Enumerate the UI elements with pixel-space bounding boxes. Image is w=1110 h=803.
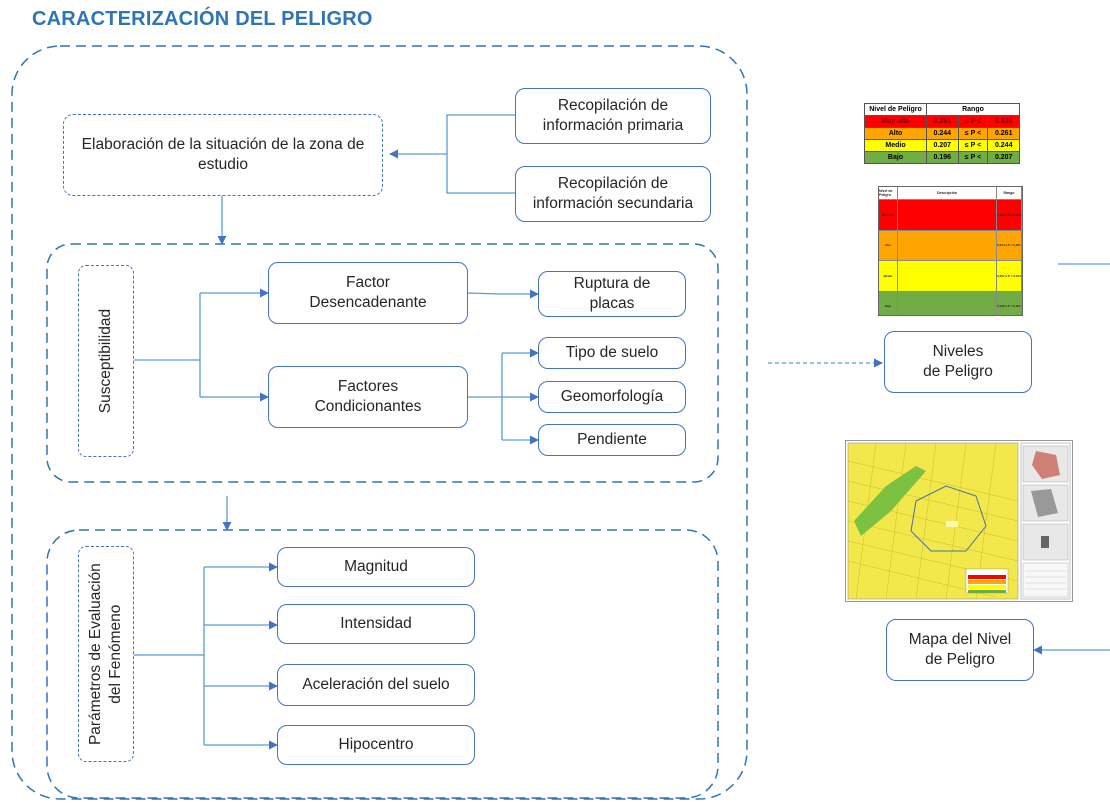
page-title: CARACTERIZACIÓN DEL PELIGRO	[32, 8, 373, 30]
range-cell-low: 0.196	[926, 151, 959, 164]
info-secundaria-box: Recopilación de información secundaria	[515, 166, 711, 222]
desc-header-descripcion: Descripción	[898, 187, 997, 199]
tipo-suelo-box: Tipo de suelo	[538, 337, 686, 369]
range-cell-low: 0.207	[926, 139, 959, 152]
niveles-peligro-box: Niveles de Peligro	[884, 331, 1032, 393]
susceptibilidad-label-text: Susceptibilidad	[96, 308, 114, 414]
desc-cell-level: Bajo	[879, 291, 898, 315]
parametros-label: Parámetros de Evaluación del Fenómeno	[78, 546, 134, 762]
parametros-container	[46, 529, 719, 799]
desc-table-row: Bajo 0,196 ≤ P < 0,207	[879, 291, 1022, 315]
range-cell-high: 0.244	[987, 139, 1020, 152]
desc-table-row: Alto 0,244 ≤ P < 0,261	[879, 230, 1022, 261]
range-cell-low: 0.244	[926, 127, 959, 140]
intensidad-box: Intensidad	[277, 604, 475, 644]
magnitud-box: Magnitud	[277, 547, 475, 587]
factor-desencadenante-box: Factor Desencadenante	[268, 262, 468, 324]
range-cell-high: 0.328	[987, 115, 1020, 128]
range-cell-op: ≤ P <	[957, 151, 989, 164]
situacion-zona-estudio-box: Elaboración de la situación de la zona d…	[63, 114, 383, 196]
desc-header-rango: Rango	[997, 187, 1022, 199]
desc-header-nivel: Nivel de Peligro	[879, 187, 898, 199]
info-primaria-box: Recopilación de información primaria	[515, 88, 711, 144]
parametros-label-text: Parámetros de Evaluación del Fenómeno	[86, 563, 125, 745]
geomorfologia-box: Geomorfología	[538, 381, 686, 413]
mapa-nivel-peligro-box: Mapa del Nivel de Peligro	[886, 619, 1034, 681]
desc-cell-range: 0,207 ≤ P < 0,244	[997, 261, 1022, 291]
connector-susceptibilidad-tree	[134, 288, 539, 445]
factores-condicionantes-box: Factores Condicionantes	[268, 366, 468, 428]
susceptibilidad-container	[46, 243, 719, 483]
range-cell-level: Muy alto	[864, 115, 927, 128]
connector-parametros-tree	[134, 562, 278, 750]
range-cell-op: ≤ P <	[957, 127, 989, 140]
desc-cell-description	[898, 230, 997, 260]
range-cell-op: ≤ P ≤	[957, 115, 989, 128]
desc-cell-range: 0,261 ≤ P ≤ 0,328	[997, 200, 1022, 230]
hipocentro-box: Hipocentro	[277, 725, 475, 765]
hazard-description-table: Nivel de Peligro Descripción Rango Muy a…	[878, 186, 1023, 316]
desc-cell-description	[898, 200, 997, 230]
aceleracion-suelo-box: Aceleración del suelo	[277, 664, 475, 706]
connector-info-to-situacion	[389, 114, 515, 194]
range-cell-level: Bajo	[864, 151, 927, 164]
range-cell-op: ≤ P <	[957, 139, 989, 152]
desc-cell-range: 0,244 ≤ P < 0,261	[997, 230, 1022, 260]
pendiente-box: Pendiente	[538, 424, 686, 456]
range-cell-level: Medio	[864, 139, 927, 152]
outer-container	[11, 45, 748, 800]
desc-cell-range: 0,196 ≤ P < 0,207	[997, 291, 1022, 315]
hazard-range-header: Nivel de Peligro Rango	[864, 103, 1020, 116]
range-cell-high: 0.207	[987, 151, 1020, 164]
desc-cell-description	[898, 261, 997, 291]
desc-table-row: Medio 0,207 ≤ P < 0,244	[879, 261, 1022, 292]
hazard-map-thumbnail	[845, 440, 1073, 602]
header-rango: Rango	[926, 103, 1020, 116]
header-nivel: Nivel de Peligro	[864, 103, 927, 116]
desc-cell-level: Medio	[879, 261, 898, 291]
desc-cell-description	[898, 291, 997, 315]
desc-table-header: Nivel de Peligro Descripción Rango	[879, 187, 1022, 200]
hazard-map-image	[847, 442, 1071, 600]
range-cell-level: Alto	[864, 127, 927, 140]
range-cell-high: 0.261	[987, 127, 1020, 140]
ruptura-placas-box: Ruptura de placas	[538, 271, 686, 317]
desc-cell-level: Alto	[879, 230, 898, 260]
susceptibilidad-label: Susceptibilidad	[78, 265, 134, 457]
desc-cell-level: Muy alto	[879, 200, 898, 230]
range-cell-low: 0.261	[926, 115, 959, 128]
desc-table-row: Muy alto 0,261 ≤ P ≤ 0,328	[879, 200, 1022, 231]
